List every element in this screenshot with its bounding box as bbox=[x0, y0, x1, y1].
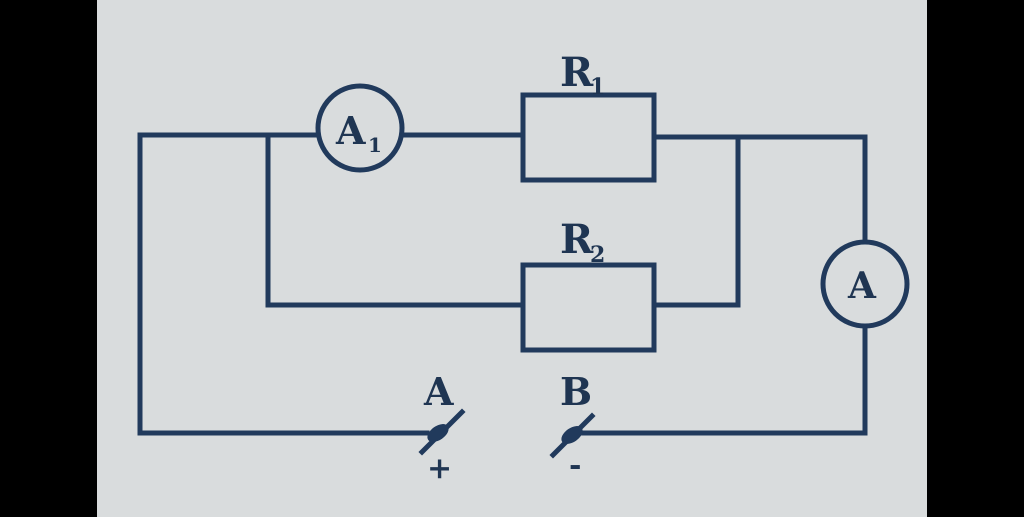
terminal-a-polarity: + bbox=[427, 451, 452, 486]
ammeter-a1-circle bbox=[315, 83, 405, 173]
wire-ammeter-to-b bbox=[577, 323, 868, 436]
resistor-r2-subscript: 2 bbox=[590, 242, 605, 268]
resistor-r2-letter: R bbox=[560, 216, 594, 263]
terminal-b-lever bbox=[549, 412, 596, 459]
terminal-a: A + bbox=[418, 369, 466, 486]
terminal-a-label: A bbox=[423, 369, 454, 414]
terminal-b-label: B bbox=[560, 369, 592, 414]
ammeter-main-letter: A bbox=[847, 265, 877, 307]
wire-left-branch bbox=[265, 132, 526, 308]
ammeter-main-circle bbox=[820, 239, 910, 329]
wire-r1-to-ammeter bbox=[651, 134, 868, 243]
resistor-r1: R 1 bbox=[520, 49, 657, 183]
terminal-a-lever bbox=[418, 408, 466, 456]
ammeter-a1-subscript: 1 bbox=[368, 133, 382, 157]
resistor-r1-letter: R bbox=[560, 49, 594, 96]
resistor-r2-body bbox=[520, 262, 657, 353]
circuit-wires bbox=[137, 132, 868, 436]
resistor-r1-body bbox=[520, 92, 657, 183]
ammeter-a1-letter: A bbox=[335, 108, 366, 153]
terminal-b-polarity: - bbox=[569, 448, 581, 483]
wire-right-branch bbox=[651, 134, 741, 308]
terminal-b: B - bbox=[549, 369, 596, 483]
wire-left-outer bbox=[137, 132, 430, 436]
ammeter-main: A bbox=[820, 239, 910, 329]
resistor-r1-subscript: 1 bbox=[590, 74, 605, 100]
ammeter-a1: A 1 bbox=[315, 83, 405, 173]
resistor-r2: R 2 bbox=[520, 216, 657, 353]
